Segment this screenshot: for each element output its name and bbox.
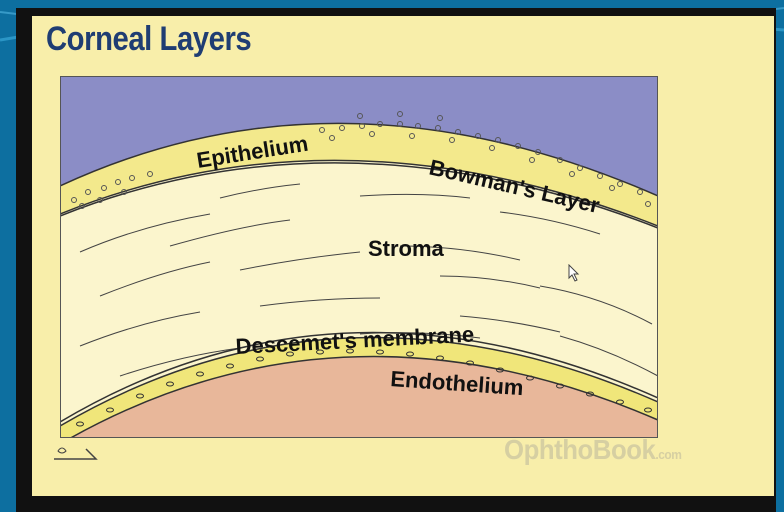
watermark-brand: OphthoBook [504,434,655,465]
corner-logo-icon [46,437,100,463]
cornea-diagram: Epithelium Bowman's Layer Stroma Desceme… [60,76,658,438]
ophthobook-watermark: OphthoBook.com [504,434,681,466]
page-title: Corneal Layers [46,20,251,59]
mouse-cursor-icon [568,264,580,282]
watermark-suffix: .com [655,447,681,462]
label-stroma: Stroma [368,236,445,261]
